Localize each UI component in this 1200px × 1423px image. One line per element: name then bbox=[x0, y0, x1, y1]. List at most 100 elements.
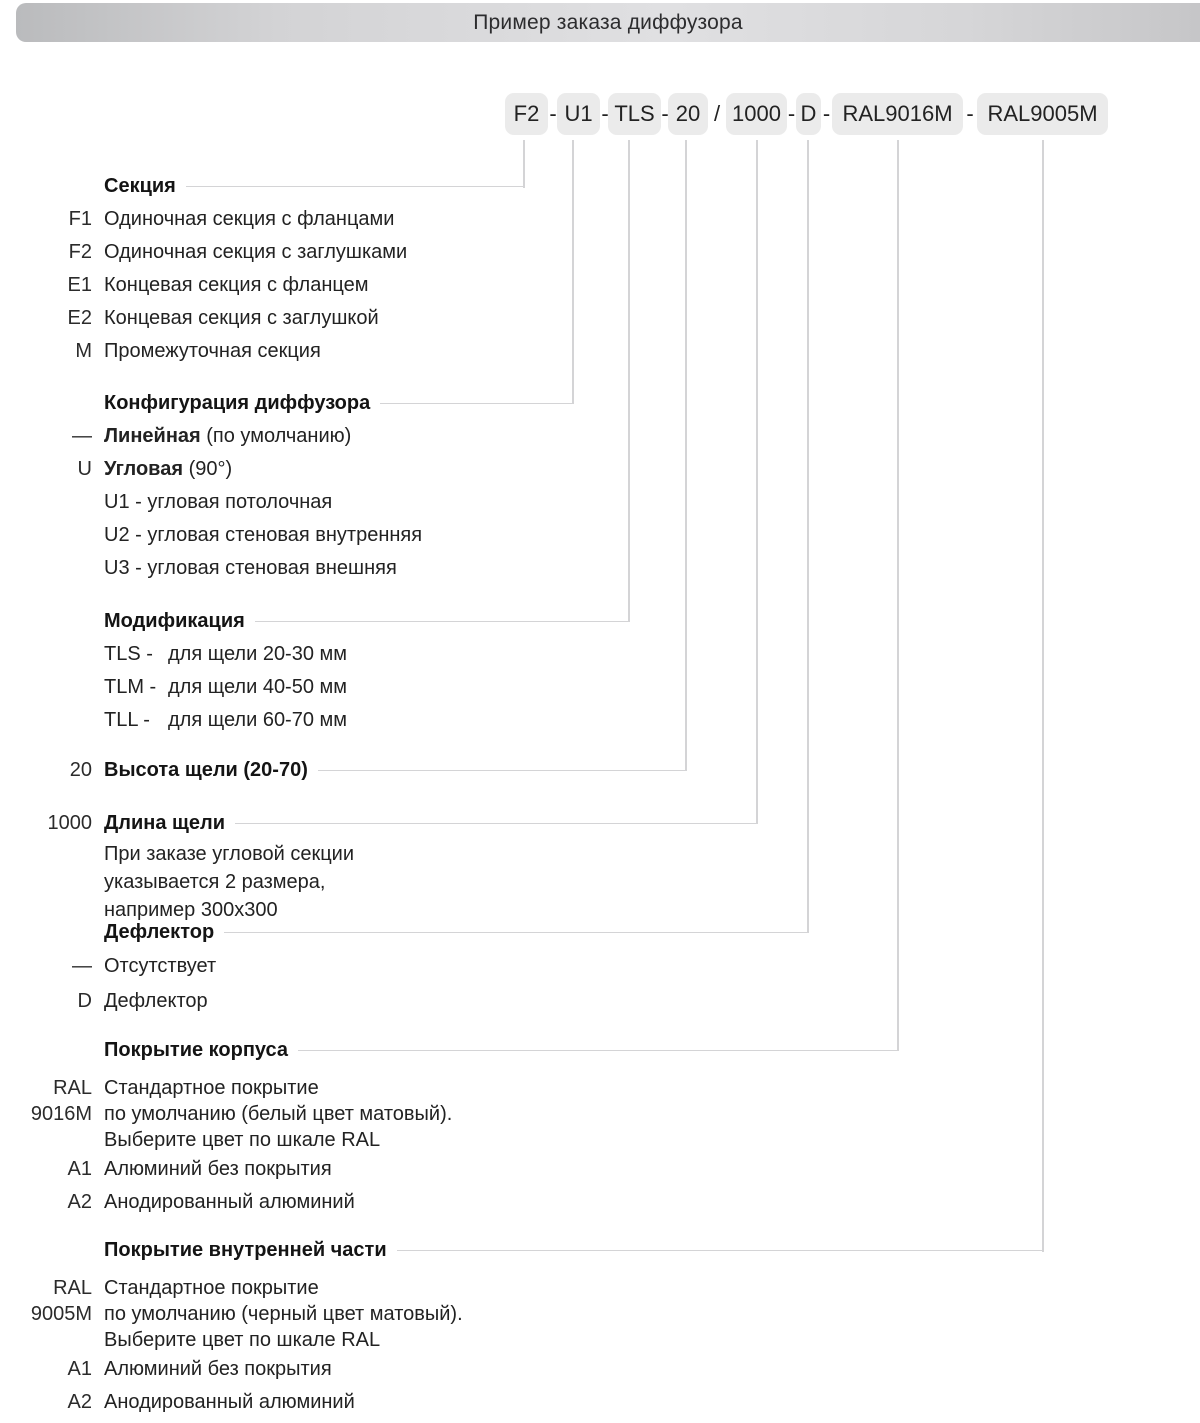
section-heading-row: 1000 Длина щели bbox=[0, 807, 756, 840]
section-inner-coating: Покрытие внутренней части RAL 9005M Стан… bbox=[0, 1234, 1042, 1419]
list-item: — Линейная (по умолчанию) bbox=[0, 420, 572, 453]
section-slot-length: 1000 Длина щели При заказе угловой секци… bbox=[0, 807, 756, 924]
item-label: Стандартное покрытие по умолчанию (черны… bbox=[104, 1277, 463, 1351]
code-token-inner-coating: RAL9005M bbox=[977, 93, 1108, 135]
heading-connector bbox=[224, 931, 807, 934]
list-item: — Отсутствует bbox=[0, 949, 807, 984]
connector-line-section bbox=[523, 140, 525, 188]
section-heading: Конфигурация диффузора bbox=[104, 392, 371, 414]
section-heading-row: Секция bbox=[0, 170, 523, 203]
item-label: Отсутствует bbox=[104, 955, 217, 977]
heading-connector bbox=[235, 822, 756, 825]
heading-connector bbox=[380, 402, 572, 405]
heading-connector bbox=[185, 185, 523, 188]
item-label: Анодированный алюминий bbox=[104, 1191, 355, 1213]
item-code: A1 bbox=[67, 1358, 92, 1380]
item-code: 1000 bbox=[47, 812, 93, 834]
code-token-section: F2 bbox=[505, 93, 548, 135]
connector-line-body-coating bbox=[897, 140, 899, 1051]
item-label: Линейная (по умолчанию) bbox=[104, 425, 352, 447]
item-label: TLM -для щели 40-50 мм bbox=[104, 676, 348, 698]
list-item: TLL -для щели 60-70 мм bbox=[0, 704, 628, 737]
item-label: Алюминий без покрытия bbox=[104, 1358, 332, 1380]
item-label: Анодированный алюминий bbox=[104, 1391, 355, 1413]
section-heading: Покрытие внутренней части bbox=[104, 1239, 387, 1261]
connector-line-configuration bbox=[572, 140, 574, 404]
connector-line-inner-coating bbox=[1042, 140, 1044, 1252]
default-coating-item: RAL 9005M Стандартное покрытие по умолча… bbox=[0, 1275, 1042, 1353]
item-code: U bbox=[77, 458, 92, 480]
section-heading: Длина щели bbox=[104, 812, 226, 834]
item-label: TLL -для щели 60-70 мм bbox=[104, 709, 348, 731]
item-label: Дефлектор bbox=[104, 990, 208, 1012]
list-item: M Промежуточная секция bbox=[0, 335, 523, 368]
section-heading: Секция bbox=[104, 175, 176, 197]
section-body-coating: Покрытие корпуса RAL 9016M Стандартное п… bbox=[0, 1034, 897, 1219]
code-token-body-coating: RAL9016M bbox=[832, 93, 963, 135]
section-heading-row: Покрытие корпуса bbox=[0, 1034, 897, 1067]
item-label: U2 - угловая стеновая внутренняя bbox=[104, 524, 423, 546]
item-label: Одиночная секция с фланцами bbox=[104, 208, 395, 230]
list-item: TLM -для щели 40-50 мм bbox=[0, 671, 628, 704]
item-label: Концевая секция с фланцем bbox=[104, 274, 369, 296]
code-token-modification: TLS bbox=[608, 93, 661, 135]
section-heading-row: Конфигурация диффузора bbox=[0, 387, 572, 420]
code-separator: - bbox=[549, 101, 557, 126]
item-code: E2 bbox=[67, 307, 92, 329]
item-code: F1 bbox=[68, 208, 92, 230]
list-item: A2 Анодированный алюминий bbox=[0, 1386, 1042, 1419]
connector-line-slot-height bbox=[685, 140, 687, 771]
heading-connector bbox=[317, 769, 685, 772]
connector-line-deflector bbox=[807, 140, 809, 933]
list-item: E1 Концевая секция с фланцем bbox=[0, 269, 523, 302]
code-separator: - bbox=[787, 101, 796, 126]
section-heading-row: 20 Высота щели (20-70) bbox=[0, 754, 685, 787]
section-heading: Высота щели (20-70) bbox=[104, 759, 308, 781]
list-item: F1 Одиночная секция с фланцами bbox=[0, 203, 523, 236]
item-code: A1 bbox=[67, 1158, 92, 1180]
section-heading: Модификация bbox=[104, 610, 245, 632]
section-heading-row: Покрытие внутренней части bbox=[0, 1234, 1042, 1267]
section-heading-row: Модификация bbox=[0, 605, 628, 638]
page-title: Пример заказа диффузора bbox=[473, 10, 743, 34]
code-token-slot-length: 1000 bbox=[726, 93, 787, 135]
item-code: A2 bbox=[67, 1391, 92, 1413]
heading-connector bbox=[254, 620, 628, 623]
list-subitem: U1 - угловая потолочная bbox=[0, 486, 572, 519]
item-label: U1 - угловая потолочная bbox=[104, 491, 333, 513]
item-code: 20 bbox=[69, 759, 92, 781]
section-modification: Модификация TLS -для щели 20-30 мм TLM -… bbox=[0, 605, 628, 737]
code-separator: / bbox=[713, 101, 721, 126]
code-separator: - bbox=[822, 101, 831, 126]
item-code: A2 bbox=[67, 1191, 92, 1213]
item-code: M bbox=[75, 340, 92, 362]
section-heading: Покрытие корпуса bbox=[104, 1039, 289, 1061]
item-code: E1 bbox=[67, 274, 92, 296]
item-code: — bbox=[72, 955, 92, 977]
item-label: Стандартное покрытие по умолчанию (белый… bbox=[104, 1077, 453, 1151]
section-slot-height: 20 Высота щели (20-70) bbox=[0, 754, 685, 787]
list-item: A2 Анодированный алюминий bbox=[0, 1186, 897, 1219]
item-label: Промежуточная секция bbox=[104, 340, 321, 362]
header-bar: Пример заказа диффузора bbox=[16, 3, 1200, 42]
item-code: F2 bbox=[68, 241, 92, 263]
item-label: U3 - угловая стеновая внешняя bbox=[104, 557, 397, 579]
slot-length-note: При заказе угловой секции указывается 2 … bbox=[104, 843, 355, 921]
section-heading-row: Дефлектор bbox=[0, 916, 807, 949]
connector-line-modification bbox=[628, 140, 630, 622]
item-code: RAL 9016M bbox=[30, 1077, 92, 1125]
section-heading: Дефлектор bbox=[104, 921, 215, 943]
code-token-slot-height: 20 bbox=[668, 93, 708, 135]
code-token-configuration: U1 bbox=[557, 93, 600, 135]
code-separator: - bbox=[661, 101, 669, 126]
code-separator: - bbox=[601, 101, 609, 126]
item-label: TLS -для щели 20-30 мм bbox=[104, 643, 348, 665]
heading-connector bbox=[396, 1249, 1042, 1252]
